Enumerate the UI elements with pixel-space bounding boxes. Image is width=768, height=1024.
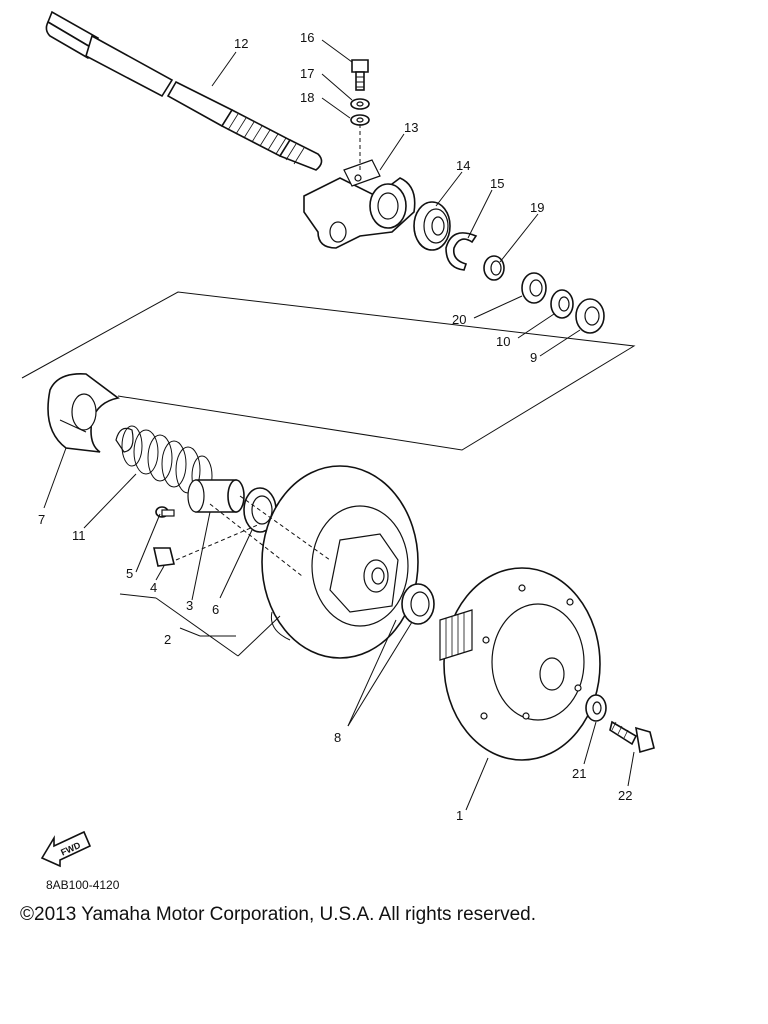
- part-7-spring-seat: [47, 373, 120, 453]
- part-20-washer: [521, 272, 547, 304]
- part-10-washer: [550, 289, 574, 319]
- part-5-screw: [155, 506, 175, 518]
- callout-22: 22: [618, 788, 632, 803]
- alignment-lines: [175, 124, 361, 577]
- callout-19: 19: [530, 200, 544, 215]
- part-12-shaft: [45, 10, 323, 171]
- callout-20: 20: [452, 312, 466, 327]
- callout-14: 14: [456, 158, 470, 173]
- part-15-circlip: [445, 232, 478, 271]
- diagram-code: 8AB100-4120: [46, 878, 120, 892]
- callout-13: 13: [404, 120, 418, 135]
- callout-16: 16: [300, 30, 314, 45]
- callout-1: 1: [456, 808, 463, 823]
- callout-18: 18: [300, 90, 314, 105]
- callout-9: 9: [530, 350, 537, 365]
- copyright-notice: ©2013 Yamaha Motor Corporation, U.S.A. A…: [20, 904, 536, 925]
- callout-17: 17: [300, 66, 314, 81]
- leader-lines: [43, 39, 635, 811]
- part-1-fixed-sheave: [439, 567, 601, 761]
- callout-12: 12: [234, 36, 248, 51]
- part-14-bearing: [413, 201, 451, 251]
- part-17-lock-washer: [350, 98, 370, 110]
- part-22-bolt: [609, 720, 655, 754]
- part-21-washer: [585, 694, 607, 722]
- callout-15: 15: [490, 176, 504, 191]
- part-13-bearing-housing: [303, 159, 416, 249]
- callout-labels: 1 2 3 4 5 6 7 8 9 10 11 12 13 14 15 16 1…: [38, 30, 632, 823]
- part-11-spring: [115, 425, 213, 497]
- callout-8: 8: [334, 730, 341, 745]
- part-2-sheave: [261, 465, 419, 659]
- part-16-bolt: [351, 59, 369, 91]
- part-3-collar: [187, 479, 245, 513]
- assembly-outline: [21, 291, 636, 451]
- callout-2: 2: [164, 632, 171, 647]
- part-18-washer: [350, 114, 370, 126]
- part-19-circlip: [483, 255, 505, 281]
- callout-10: 10: [496, 334, 510, 349]
- part-8-bushings: [401, 583, 435, 625]
- callout-3: 3: [186, 598, 193, 613]
- callout-4: 4: [150, 580, 157, 595]
- callout-6: 6: [212, 602, 219, 617]
- callout-21: 21: [572, 766, 586, 781]
- fwd-arrow-icon: FWD: [40, 830, 92, 868]
- callout-11: 11: [72, 528, 86, 543]
- callout-5: 5: [126, 566, 133, 581]
- part-9-washer: [575, 298, 605, 334]
- callout-7: 7: [38, 512, 45, 527]
- part-4-weight: [153, 547, 175, 567]
